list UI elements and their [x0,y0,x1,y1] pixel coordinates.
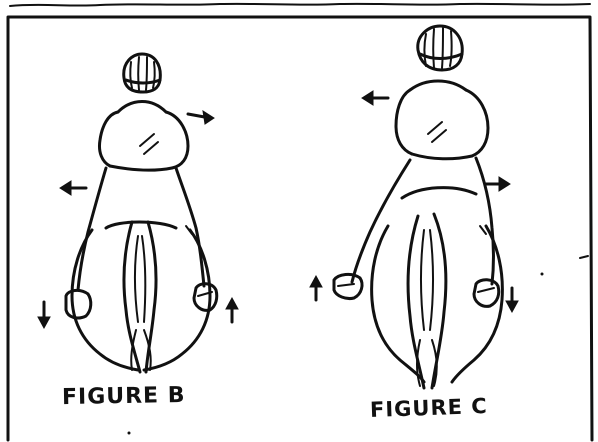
figure-b-caption: FIGURE B [62,383,186,410]
arrow-up-icon [226,298,238,322]
figure-b-horse [72,222,210,370]
figure-b-right-foot [194,284,217,311]
figure-b-legs [78,168,204,290]
figure-b-torso [99,102,188,171]
figure-c-helmet [418,26,462,70]
arrow-right-icon [188,111,214,124]
arrow-up-icon [310,276,322,300]
figure-c-torso [396,81,488,159]
figure-c-left-foot [334,274,362,298]
arrow-left-icon [362,91,388,105]
arrow-left-icon [60,181,86,195]
top-clipped-text-fragment [10,4,590,6]
scan-specks [128,256,589,435]
figure-c-right-foot [474,280,499,307]
figure-c-drawing [334,26,502,388]
arrow-down-icon [38,302,50,328]
figure-b-tail [124,222,156,372]
figure-c-caption: FIGURE C [370,394,488,422]
figure-b-drawing [66,54,217,372]
figure-b-helmet [124,54,161,92]
arrow-down-icon [506,288,518,312]
figure-frame [8,17,592,440]
figure-b-left-foot [66,290,91,318]
figure-c-tail [408,214,446,388]
arrow-right-icon [486,177,510,191]
